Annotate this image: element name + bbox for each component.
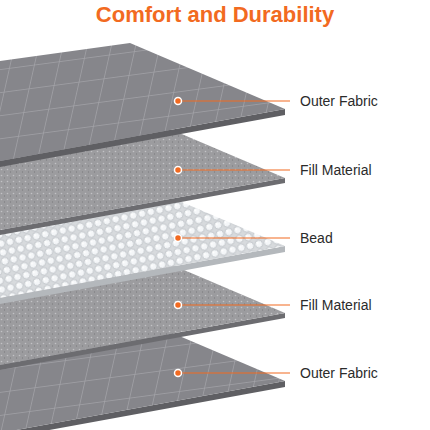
outer-fabric-layer bbox=[0, 43, 285, 167]
layer-label: Fill Material bbox=[300, 162, 372, 178]
leader-dots bbox=[175, 98, 182, 377]
leader-lines bbox=[178, 101, 290, 373]
title: Comfort and Durability bbox=[0, 2, 430, 28]
layer-label: Outer Fabric bbox=[300, 365, 378, 381]
layer-label: Outer Fabric bbox=[300, 93, 378, 109]
layer-label: Bead bbox=[300, 230, 333, 246]
layer-label: Fill Material bbox=[300, 297, 372, 313]
